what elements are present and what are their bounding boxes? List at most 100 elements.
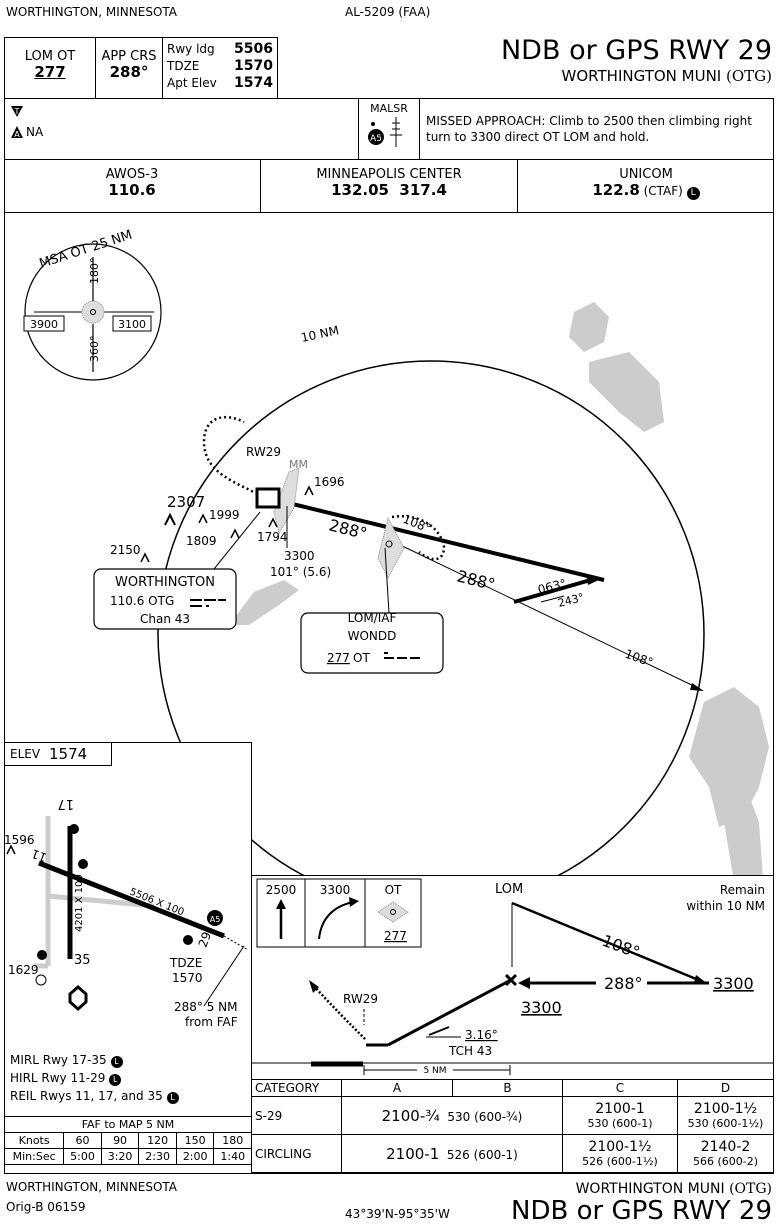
faf-note-2: from FAF [185, 1015, 238, 1029]
remain-1: Remain [720, 883, 765, 897]
footer-title: WORTHINGTON MUNI (OTG) NDB or GPS RWY 29 [511, 1181, 772, 1227]
footer-location: WORTHINGTON, MINNESOTA [6, 1180, 177, 1194]
min-hat: 530 (600-1½) [687, 1117, 764, 1130]
elev-label: ELEV [10, 747, 41, 761]
svg-text:A5: A5 [370, 134, 382, 144]
planview-frame [4, 212, 774, 1174]
ma-icon-2: 3300 [320, 883, 351, 897]
profile-alt-hold: 3300 [713, 974, 754, 993]
min-header: C [562, 1079, 678, 1097]
rwy-29: 29 [196, 930, 214, 949]
profile-lom: LOM [495, 882, 523, 897]
min-value: 2100-1½ [588, 1139, 652, 1155]
min-header: B [452, 1079, 563, 1097]
obstacle-1596: 1596 [4, 833, 35, 847]
faf-cell: Knots [3, 1132, 65, 1149]
hold-turn [391, 514, 446, 561]
faf-cell: 120 [138, 1132, 177, 1149]
faf-cell: Min:Sec [3, 1148, 65, 1165]
ma-icon-1: 2500 [266, 883, 297, 897]
diagram-tdze-label: TDZE [170, 956, 203, 970]
faf-cell: 90 [100, 1132, 140, 1149]
faf-cell: 3:20 [100, 1148, 140, 1165]
missed-track [202, 415, 263, 498]
lights-mirl: MIRL Rwy 17-35 [10, 1053, 107, 1067]
diagram-tdze: 1570 [172, 971, 203, 985]
lights-hirl: HIRL Rwy 11-29 [10, 1070, 106, 1085]
takeoff-icon: T [10, 103, 24, 122]
msa-brg-bottom: 360° [88, 336, 101, 363]
comm-center: MINNEAPOLIS CENTER 132.05 317.4 [260, 167, 518, 199]
remain-2: within 10 NM [686, 899, 765, 913]
obstacle-2150: 2150 [110, 543, 141, 557]
comm-awos-label: AWOS-3 [105, 167, 159, 182]
feeder-out: 243° [557, 591, 586, 610]
app-crs: 288° [109, 63, 149, 82]
obstacle-1999: 1999 [209, 508, 240, 522]
min-value: 2100-1 [595, 1101, 645, 1117]
lom-ident: OT [353, 651, 370, 665]
min-hat: 526 (600-1½) [582, 1155, 658, 1168]
missed-approach-title: MISSED APPROACH: [426, 114, 546, 128]
mm-marker [273, 467, 300, 535]
malsr-badge [207, 910, 223, 926]
pcl-badge: L [686, 187, 700, 201]
elev-value: 1574 [49, 745, 88, 763]
ma-icon-3-freq: 277 [384, 929, 407, 943]
lom-label: LOM OT [24, 49, 76, 64]
feeder-in: 063° [536, 576, 567, 597]
pcl-badge: L [166, 1091, 179, 1104]
faf-cell: 180 [213, 1132, 252, 1149]
comm-center-label: MINNEAPOLIS CENTER [316, 167, 462, 182]
rwy-11: 11 [30, 846, 49, 864]
alternate-icon: A [10, 124, 24, 143]
faf-table: FAF to MAP 5 NM Knots 60 90 120 150 180 … [3, 1116, 252, 1165]
footer-procedure: NDB or GPS RWY 29 [511, 1196, 772, 1227]
mm-label: MM [289, 458, 308, 471]
procedure-title: NDB or GPS RWY 29 [500, 35, 772, 66]
lom-morse [384, 652, 420, 659]
svg-text:A: A [14, 130, 20, 139]
final-course [263, 495, 605, 582]
faf-cell: 2:00 [175, 1148, 215, 1165]
title-block: NDB or GPS RWY 29 WORTHINGTON MUNI (OTG) [501, 36, 772, 84]
lake [589, 352, 664, 432]
profile-hold-crs: 108° [600, 931, 643, 962]
vor-box [93, 568, 237, 630]
vor-chan: Chan 43 [140, 612, 190, 626]
dim-2: 4201 X 100 [74, 874, 85, 932]
profile-tch: TCH 43 [448, 1044, 492, 1058]
missed-approach-text: Climb to 2500 then climbing right turn t… [426, 114, 752, 144]
apt-elev-label: Apt Elev [167, 76, 217, 90]
comm-unicom-label: UNICOM [619, 167, 673, 182]
obstacle-1794: 1794 [257, 530, 288, 544]
lom-box: LOM OT 277 [4, 37, 96, 99]
rwy-35: 35 [74, 953, 91, 968]
lom-name-1: LOM/IAF [348, 611, 397, 625]
apt-elev: 1574 [234, 75, 273, 91]
vor-name: WORTHINGTON [115, 575, 215, 590]
obstacle-1629: 1629 [8, 963, 39, 977]
footer-airport: WORTHINGTON MUNI [575, 1181, 725, 1197]
obstacle-2307: 2307 [167, 493, 205, 511]
faf-title: FAF to MAP 5 NM [4, 1116, 252, 1133]
tdze-label: TDZE [167, 59, 200, 73]
pcl-badge: L [110, 1056, 123, 1068]
minimums-table: CATEGORY A B C D S-29 2100-¾ 530 (600-¾)… [251, 1079, 774, 1173]
course-2: 288° [455, 566, 497, 594]
missed-approach: MISSED APPROACH: Climb to 2500 then clim… [426, 114, 770, 145]
faf-cell: 60 [63, 1132, 102, 1149]
airport-diagram-drawing: 17 11 29 35 5506 X 100 4201 X 100 1596 1… [4, 796, 249, 1011]
rw-label: RW29 [246, 445, 281, 459]
min-value: 2100-1½ [693, 1101, 758, 1117]
outbound-108 [393, 541, 701, 690]
comm-unicom: UNICOM 122.8 (CTAF) L [518, 167, 774, 201]
msa-brg-top: 180° [88, 258, 101, 285]
footer-orig: Orig-B 06159 [6, 1200, 86, 1214]
min-header: D [677, 1079, 774, 1097]
faf-cell: 150 [175, 1132, 215, 1149]
profile-dist: 5 NM [423, 1066, 446, 1076]
min-value: 2100-¾ [381, 1106, 440, 1125]
comm-awos-freq: 110.6 [108, 181, 156, 200]
chart-id: AL-5209 (FAA) [345, 5, 431, 19]
